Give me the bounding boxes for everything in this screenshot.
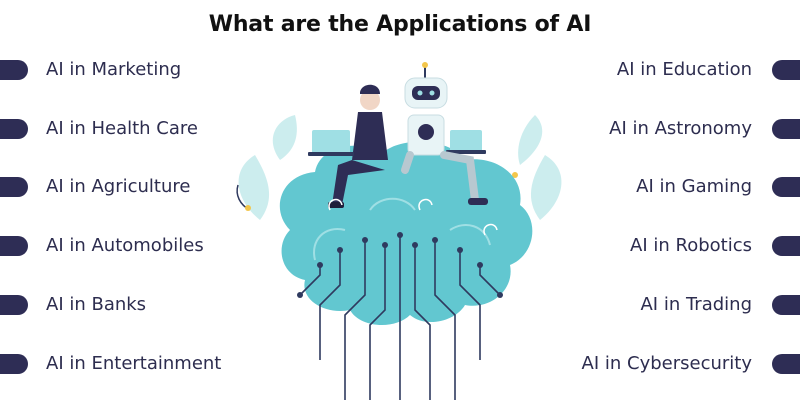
circuit-lines (299, 235, 501, 400)
bullet-pill-icon (0, 60, 28, 80)
list-item-label: AI in Gaming (636, 176, 752, 197)
list-item-gaming: AI in Gaming (540, 173, 800, 201)
list-item-cybersecurity: AI in Cybersecurity (540, 350, 800, 378)
list-item-label: AI in Entertainment (46, 353, 222, 374)
bullet-pill-icon (772, 60, 800, 80)
leaf-left-icon (236, 115, 297, 220)
person-with-laptop-icon (308, 84, 388, 208)
bullet-pill-icon (772, 354, 800, 374)
bullet-pill-icon (772, 236, 800, 256)
list-item-agriculture: AI in Agriculture (0, 173, 260, 201)
list-item-label: AI in Education (616, 59, 752, 80)
bullet-pill-icon (0, 177, 28, 197)
list-item-banks: AI in Banks (0, 291, 260, 319)
list-item-label: AI in Cybersecurity (581, 353, 752, 374)
list-item-entertainment: AI in Entertainment (0, 350, 260, 378)
list-item-label: AI in Astronomy (609, 118, 752, 139)
robot-with-laptop-icon (401, 62, 488, 205)
bullet-pill-icon (0, 236, 28, 256)
bullet-pill-icon (772, 295, 800, 315)
bullet-pill-icon (0, 119, 28, 139)
list-item-automobiles: AI in Automobiles (0, 232, 260, 260)
list-item-label: AI in Robotics (630, 235, 752, 256)
list-item-label: AI in Automobiles (46, 235, 204, 256)
ai-brain-tree-illustration (236, 62, 562, 400)
list-item-label: AI in Agriculture (46, 176, 191, 197)
list-item-label: AI in Trading (640, 294, 752, 315)
bullet-pill-icon (772, 177, 800, 197)
bullet-pill-icon (0, 295, 28, 315)
list-item-education: AI in Education (540, 56, 800, 84)
leaf-right-icon (512, 115, 562, 220)
bullet-pill-icon (772, 119, 800, 139)
bullet-pill-icon (0, 354, 28, 374)
list-item-label: AI in Health Care (46, 118, 198, 139)
list-item-astronomy: AI in Astronomy (540, 115, 800, 143)
page-title: What are the Applications of AI (208, 12, 592, 37)
list-item-trading: AI in Trading (540, 291, 800, 319)
list-item-label: AI in Marketing (46, 59, 182, 80)
list-item-label: AI in Banks (46, 294, 147, 315)
list-item-health-care: AI in Health Care (0, 115, 260, 143)
list-item-robotics: AI in Robotics (540, 232, 800, 260)
list-item-marketing: AI in Marketing (0, 56, 260, 84)
circuit-nodes (297, 232, 503, 298)
